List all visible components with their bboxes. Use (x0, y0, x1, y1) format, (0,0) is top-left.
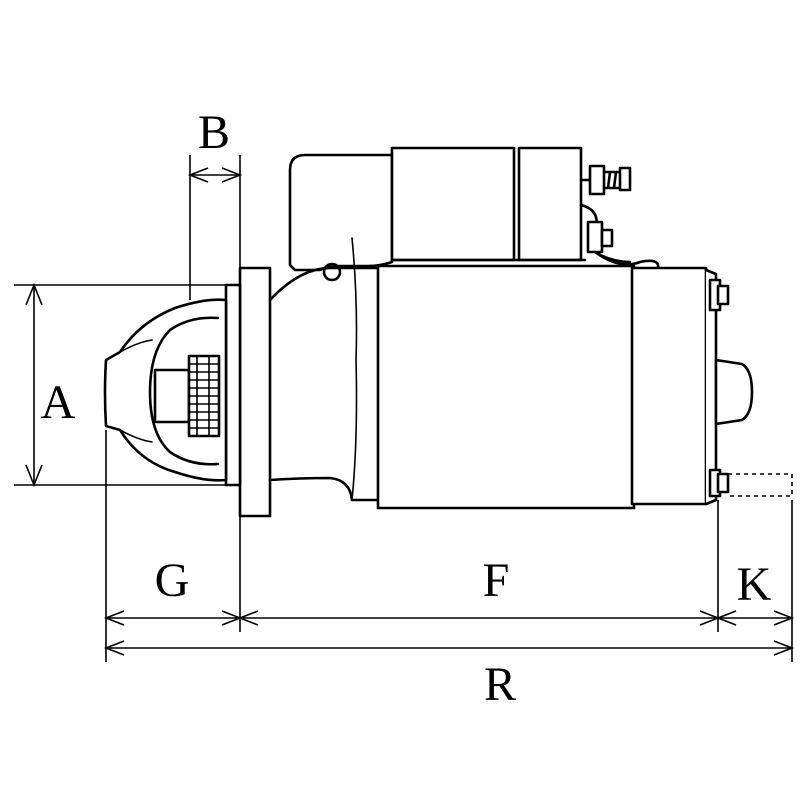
arrow-r-left (103, 640, 125, 656)
rear-bearing-boss (714, 358, 754, 426)
dimension-label-f: F (483, 554, 510, 607)
drive-end-housing (268, 266, 380, 502)
arrow-a-bottom (25, 464, 43, 488)
dimension-label-g: G (155, 554, 190, 607)
arrow-a-top (25, 282, 43, 306)
dimension-label-k: K (737, 558, 772, 611)
arrow-b-right (221, 167, 243, 183)
dimension-label-a: A (41, 376, 76, 429)
nose-bearing-curve (119, 339, 153, 443)
mount-bolt-hole (322, 262, 342, 282)
terminal-nut-lower (586, 220, 604, 254)
flange-spigot (224, 283, 242, 487)
solenoid-cap (517, 146, 583, 262)
arrow-k-left (715, 610, 737, 626)
dimension-label-b: B (198, 106, 230, 159)
commutator-end-cap (630, 266, 708, 506)
terminal-nut-upper (588, 164, 606, 196)
arrow-b-left (187, 167, 209, 183)
through-bolt-nut-upper (716, 284, 730, 306)
terminal-stud-lower (600, 228, 614, 248)
optional-extension-dashed (728, 473, 793, 497)
arrow-f-left (237, 610, 259, 626)
dimension-label-r: R (484, 658, 516, 711)
arrow-k-right (773, 610, 795, 626)
solenoid-mount-housing (288, 153, 394, 272)
terminal-stud-upper (602, 170, 624, 190)
housing-edge-curve (351, 237, 358, 501)
terminal-washer-upper (618, 166, 632, 192)
solenoid-front-body (390, 146, 516, 262)
pinion-gear-teeth (188, 355, 220, 437)
arrow-g-left (103, 610, 125, 626)
arrow-r-right (773, 640, 795, 656)
through-bolt-nut-lower (716, 472, 730, 494)
mounting-flange (238, 266, 272, 518)
pinion-shaft (153, 368, 191, 424)
nose-housing-inner (148, 316, 220, 466)
motor-yoke (376, 264, 636, 510)
